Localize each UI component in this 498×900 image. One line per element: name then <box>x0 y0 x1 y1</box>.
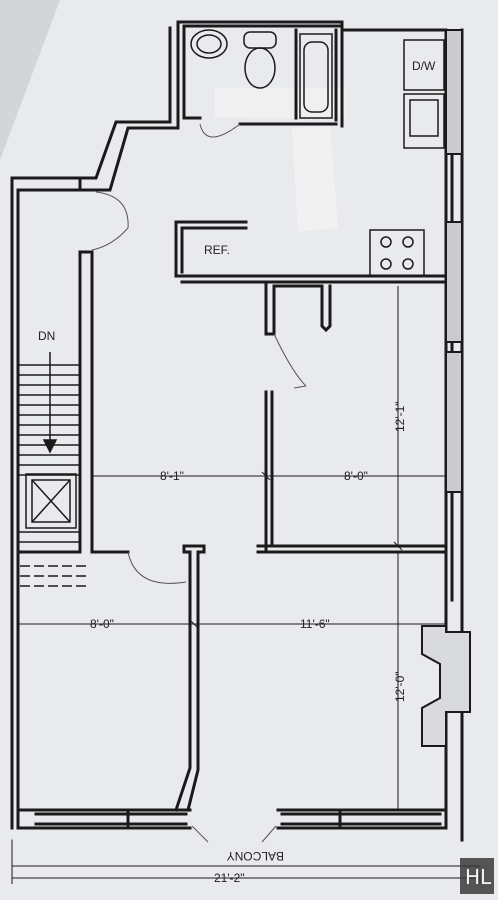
watermark-logo: HL <box>460 858 494 894</box>
dim-living-width: 11'-6" <box>300 617 330 631</box>
range-burner-icon <box>369 229 425 277</box>
fireplace-icon <box>421 625 471 747</box>
dimension-lines <box>11 286 481 884</box>
right-windows <box>445 29 463 493</box>
dim-living-depth: 12'-0" <box>393 671 407 702</box>
dim-hall-width: 8'-1" <box>160 469 184 483</box>
dim-bedroom-width: 8'-0" <box>344 469 368 483</box>
dim-overall-width: 21'-2" <box>214 871 245 885</box>
doors <box>91 123 307 843</box>
refrigerator-label: REF. <box>204 243 230 257</box>
toilet-icon <box>243 31 277 89</box>
stair-arrow-icon <box>42 352 58 454</box>
dim-bedroom-depth: 12'-1" <box>393 401 407 432</box>
dishwasher <box>403 39 445 91</box>
skylight <box>25 473 77 529</box>
tape-patches <box>215 88 345 232</box>
stair-label: DN <box>38 329 55 343</box>
bathtub <box>299 33 333 119</box>
stair <box>18 364 86 587</box>
balcony-label: BALCONY <box>227 849 284 863</box>
svg-text:HL: HL <box>465 865 492 889</box>
sink-icon <box>190 29 228 59</box>
kitchen-sink <box>403 93 445 149</box>
dishwasher-label: D/W <box>412 59 436 73</box>
dim-front-left-width: 8'-0" <box>90 617 114 631</box>
